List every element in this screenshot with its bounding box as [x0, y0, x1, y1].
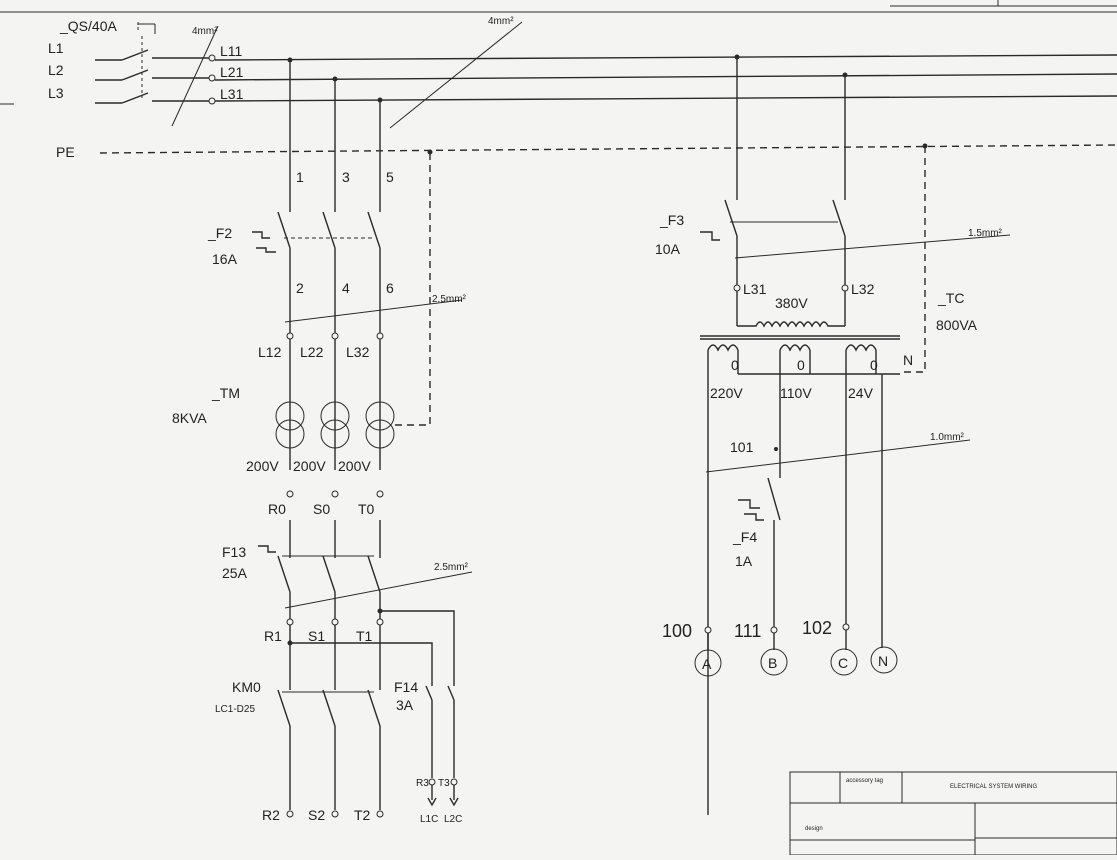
- f14-rating: 3A: [396, 697, 414, 713]
- tc-sec-220v: 220V: [710, 385, 743, 401]
- tc-primary-l31: L31: [743, 281, 767, 297]
- km0-out-t2: T2: [354, 807, 371, 823]
- main-switch-qs: _QS/40A L1 L2 L3 4mm² L11 L21 L31: [48, 18, 244, 127]
- km0-out-s2: S2: [308, 807, 325, 823]
- tm-out-s0: S0: [313, 501, 330, 517]
- f2-num-2: 2: [296, 280, 304, 296]
- tm-in-l22: L22: [300, 344, 324, 360]
- f4-rating: 1A: [735, 553, 753, 569]
- f13-out-r1: R1: [264, 628, 282, 644]
- f2-num-6: 6: [386, 280, 394, 296]
- bus-bars: 4mm² PE: [56, 16, 1117, 160]
- title-block: accessory tag ELECTRICAL SYSTEM WIRING d…: [789, 771, 1117, 856]
- bus-section: 4mm²: [488, 16, 514, 27]
- tc-tap-2: 0: [797, 357, 805, 373]
- f13-ref: F13: [222, 544, 246, 560]
- tm-in-l32: L32: [346, 344, 370, 360]
- f2-section: 2.5mm²: [432, 294, 467, 305]
- tc-rating: 800VA: [936, 317, 978, 333]
- f13-section: 2.5mm²: [434, 562, 469, 573]
- f14-out-l1c: L1C: [420, 814, 438, 825]
- km0-out-r2: R2: [262, 807, 280, 823]
- f13-out-s1: S1: [308, 628, 325, 644]
- tc-sec-110v: 110V: [780, 385, 812, 401]
- f14-term-t3: T3: [438, 778, 450, 789]
- breaker-f13: F13 25A 2.5mm² R1 S1 T1: [222, 520, 473, 690]
- output-l31: L31: [220, 86, 244, 102]
- tc-primary-l32: L32: [851, 281, 875, 297]
- f13-rating: 25A: [222, 565, 248, 581]
- f3-section: 1.5mm²: [968, 228, 1003, 239]
- tm-ref: _TM: [211, 385, 240, 401]
- tc-tap-3: 0: [870, 357, 878, 373]
- meter-c: C: [838, 655, 848, 671]
- terminal-102: 102: [802, 618, 832, 638]
- tm-out-r0: R0: [268, 501, 286, 517]
- input-l2: L2: [48, 62, 64, 78]
- terminal-111: 111: [734, 621, 761, 641]
- tc-sec-24v: 24V: [848, 385, 874, 401]
- terminal-100: 100: [662, 621, 692, 641]
- tm-out-t0: T0: [358, 501, 375, 517]
- pe-label: PE: [56, 144, 75, 160]
- f2-num-3: 3: [342, 169, 350, 185]
- tm-voltage-3: 200V: [338, 458, 371, 474]
- input-l3: L3: [48, 85, 64, 101]
- control-circuit: 101 1.0mm² _F4 1A 100 111 102 A B C N: [662, 432, 971, 677]
- f14-out-l2c: L2C: [444, 814, 462, 825]
- title-text: ELECTRICAL SYSTEM WIRING: [950, 784, 1037, 790]
- meter-n: N: [878, 653, 888, 669]
- transformer-tc: L31 L32 380V _TC 800VA 0 0 0 N 220V 110V…: [700, 146, 978, 815]
- fuse-f14: F14 3A R3 T3 L1C L2C: [394, 679, 462, 825]
- output-l21: L21: [220, 64, 244, 80]
- f14-term-r3: R3: [416, 778, 429, 789]
- contactor-km0: KM0 LC1-D25 R2 S2 T2: [215, 679, 384, 823]
- breaker-f2: 1 3 5 _F2 16A 2 4 6 2.5mm²: [207, 60, 467, 470]
- meter-b: B: [768, 655, 777, 671]
- tc-tap-1: 0: [731, 357, 739, 373]
- control-section: 1.0mm²: [930, 432, 965, 443]
- tc-neutral: N: [903, 352, 913, 368]
- tm-voltage-2: 200V: [293, 458, 326, 474]
- f3-rating: 10A: [655, 241, 681, 257]
- tm-in-l12: L12: [258, 344, 282, 360]
- f2-ref: _F2: [207, 225, 232, 241]
- input-l1: L1: [48, 40, 64, 56]
- tc-ref: _TC: [937, 290, 964, 306]
- f13-out-t1: T1: [356, 628, 373, 644]
- output-l11: L11: [220, 43, 243, 59]
- title-col-accessory: accessory tag: [846, 778, 883, 784]
- qs-ref: _QS/40A: [59, 18, 117, 34]
- qs-section: 4mm²: [192, 26, 218, 37]
- breaker-f3: _F3 10A 1.5mm²: [655, 57, 1011, 326]
- f14-ref: F14: [394, 679, 418, 695]
- title-design-label: design: [805, 826, 823, 832]
- tc-primary-voltage: 380V: [775, 295, 808, 311]
- f2-num-4: 4: [342, 280, 350, 296]
- f3-ref: _F3: [659, 212, 684, 228]
- tm-rating: 8KVA: [172, 410, 207, 426]
- f2-num-5: 5: [386, 169, 394, 185]
- transformer-tm: L12 L22 L32 _TM 8KVA 200V 200V 200V R0 S…: [172, 153, 431, 517]
- f4-ref: _F4: [732, 529, 757, 545]
- km0-model: LC1-D25: [215, 704, 255, 715]
- f2-rating: 16A: [212, 251, 238, 267]
- km0-ref: KM0: [232, 679, 261, 695]
- f2-num-1: 1: [296, 169, 304, 185]
- wire-101: 101: [730, 439, 754, 455]
- sheet-frame: [0, 0, 1117, 105]
- meter-a: A: [702, 656, 712, 672]
- tm-voltage-1: 200V: [246, 458, 279, 474]
